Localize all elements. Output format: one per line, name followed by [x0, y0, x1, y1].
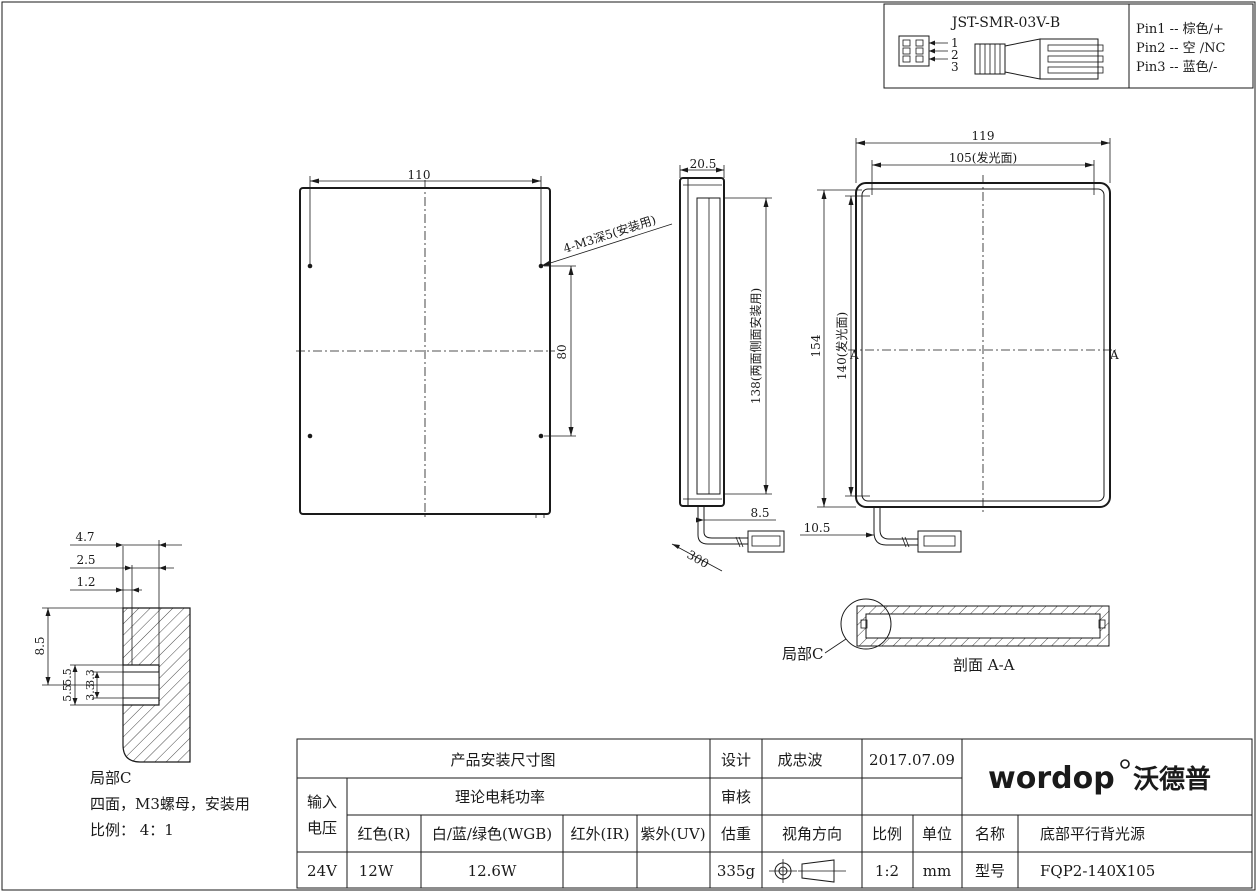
- detail-dim-3-3-a: 3.3: [84, 669, 97, 687]
- detail-dim-2-5: 2.5: [76, 553, 95, 567]
- tb-power-wgb: 12.6W: [468, 862, 517, 880]
- pin2-desc: Pin2 -- 空 /NC: [1136, 41, 1225, 56]
- tb-name-label: 名称: [975, 825, 1005, 843]
- connector-icon: 1 2 3: [898, 35, 1104, 80]
- pin-number-2: 2: [951, 48, 959, 62]
- pin1-desc: Pin1 -- 棕色/+: [1136, 21, 1224, 37]
- dim-emit-width: 105(发光面): [949, 150, 1017, 165]
- mount-hole: [307, 433, 313, 439]
- detail-dim-5-5-a: 5.5: [61, 668, 74, 686]
- tb-unit-label: 单位: [922, 825, 952, 843]
- tb-power-red: 12W: [359, 862, 394, 880]
- right-view: A A 119 105(发光面) 154 140(发光面): [800, 129, 1119, 553]
- detail-dim-5-5-b: 5.5: [61, 684, 74, 702]
- dim-right-cable-offset: 10.5: [804, 521, 831, 535]
- tb-name-value: 底部平行背光源: [1040, 825, 1145, 843]
- tb-input-voltage-label-2: 电压: [307, 819, 337, 837]
- tb-voltage: 24V: [307, 862, 338, 880]
- projection-symbol: [769, 859, 846, 883]
- mount-hole: [538, 433, 544, 439]
- pin3-desc: Pin3 -- 蓝色/-: [1136, 59, 1217, 75]
- dim-width-110: 110: [408, 168, 431, 182]
- side-view: 20.5 138(两面侧面安装用) 8.5 300: [671, 157, 785, 572]
- logo-cn: 沃德普: [1133, 764, 1211, 795]
- front-view: 110 80 4-M3深5(安装用): [296, 168, 673, 520]
- section-title: 剖面 A-A: [953, 656, 1015, 674]
- detail-c: 4.7 2.5 1.2 8.5 5.5 5.5 3.3 3.3 局部C 四面，M…: [33, 530, 250, 839]
- title-block: 产品安装尺寸图 设计 成忠波 2017.07.09 输入 电压 理论电耗功率 审…: [296, 738, 1253, 889]
- tb-unit: mm: [923, 862, 951, 880]
- detail-c-label: 局部C: [782, 645, 823, 663]
- detail-dim-4-7: 4.7: [75, 530, 94, 544]
- tb-date: 2017.07.09: [869, 751, 955, 769]
- section-aa: 局部C 剖面 A-A: [782, 598, 1110, 674]
- dim-outer-width: 119: [972, 129, 995, 143]
- tb-review-label: 审核: [721, 788, 751, 806]
- wordop-logo: wordop 沃德普: [988, 759, 1211, 796]
- tb-scale: 1:2: [875, 862, 899, 880]
- connector-box: JST-SMR-03V-B 1 2 3: [883, 3, 1254, 89]
- tb-input-voltage-line1: 输入: [307, 793, 337, 811]
- tb-weight-label: 估重: [721, 825, 751, 843]
- tb-weight: 335g: [717, 862, 756, 880]
- connector-model: JST-SMR-03V-B: [950, 15, 1060, 31]
- tb-view-label: 视角方向: [782, 825, 842, 843]
- dim-side-cable-offset: 8.5: [750, 506, 769, 520]
- tb-design-label: 设计: [721, 751, 751, 769]
- tb-model-value: FQP2-140X105: [1040, 862, 1155, 880]
- detail-dim-8-5: 8.5: [33, 636, 47, 655]
- section-mark-a-right: A: [1109, 348, 1119, 362]
- detail-dim-1-2: 1.2: [76, 575, 95, 589]
- tb-col-uv: 紫外(UV): [640, 825, 705, 843]
- tb-col-ir: 红外(IR): [571, 825, 630, 843]
- detail-caption-scale: 比例： 4：1: [90, 821, 174, 839]
- pin-number-1: 1: [951, 36, 959, 50]
- dim-hole-spacing-80: 80: [555, 344, 569, 359]
- dim-thickness: 20.5: [690, 157, 717, 171]
- section-mark-a-left: A: [849, 348, 859, 362]
- hole-note: 4-M3深5(安装用): [561, 212, 658, 256]
- tb-col-red: 红色(R): [358, 825, 411, 843]
- tb-col-wgb: 白/蓝/绿色(WGB): [432, 825, 552, 843]
- detail-dim-3-3-b: 3.3: [84, 683, 97, 701]
- dim-emit-height: 140(发光面): [834, 312, 849, 380]
- tb-input-voltage-line2: 电压: [307, 819, 337, 837]
- tb-designer: 成忠波: [777, 751, 822, 769]
- pin-number-3: 3: [951, 60, 959, 74]
- dim-cable-length: 300: [685, 547, 712, 571]
- tb-scale-label: 比例: [872, 825, 902, 843]
- logo-text: wordop: [988, 761, 1115, 796]
- dim-side-height: 138(两面侧面安装用): [748, 288, 763, 404]
- detail-caption-note: 四面，M3螺母，安装用: [90, 795, 250, 813]
- tb-model-label: 型号: [975, 862, 1005, 880]
- tb-input-voltage-label: 输入: [307, 793, 337, 811]
- tb-power-label: 理论电耗功率: [455, 788, 545, 806]
- tb-title: 产品安装尺寸图: [450, 751, 555, 769]
- detail-caption-title: 局部C: [90, 769, 131, 787]
- dim-outer-height: 154: [809, 334, 823, 357]
